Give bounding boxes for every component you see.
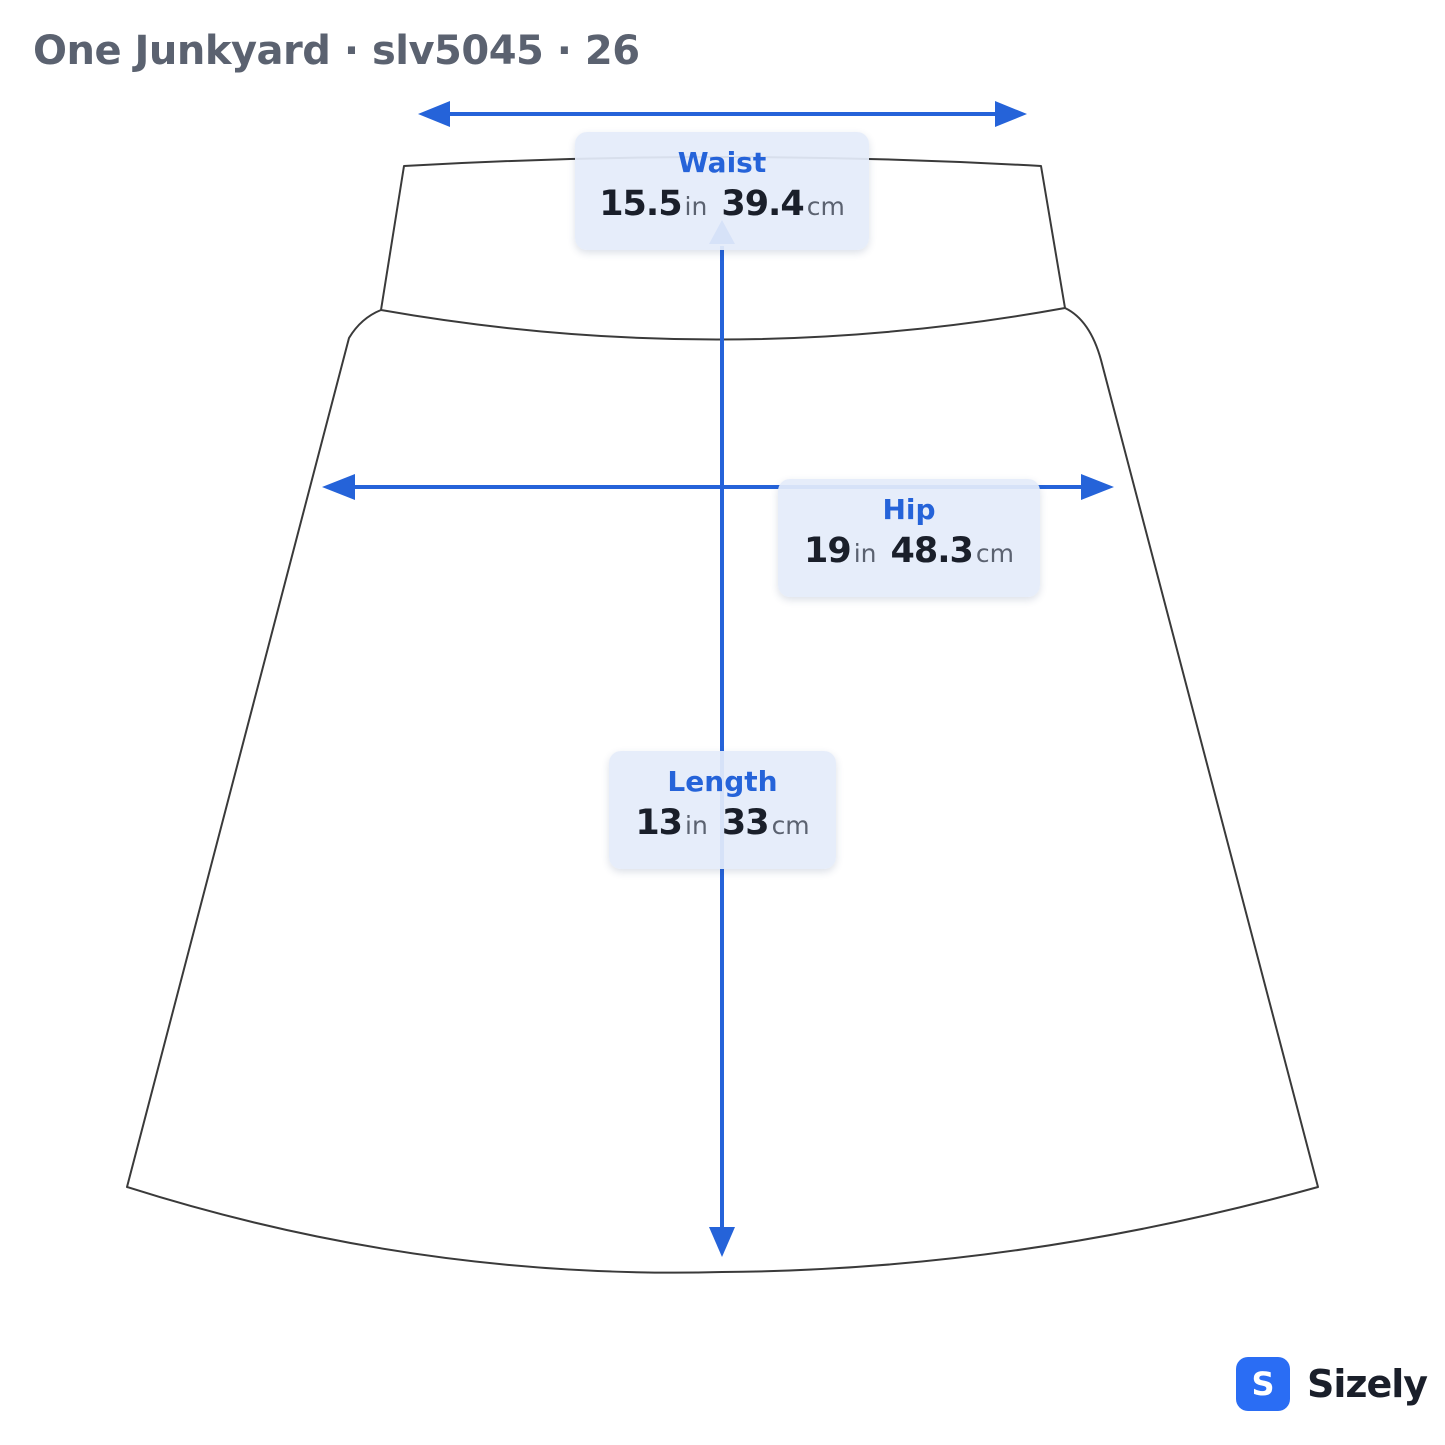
hip-inches-value: 19 (804, 531, 852, 571)
hip-arrow-left-head (322, 474, 355, 500)
length-inches-value: 13 (635, 803, 683, 843)
sizely-logo-icon: S (1236, 1357, 1290, 1411)
length-arrow (709, 220, 735, 1257)
length-arrow-bottom-head (709, 1227, 735, 1257)
waist-arrow-right-head (995, 101, 1027, 127)
waist-inches-value: 15.5 (599, 184, 682, 224)
length-cm-unit: cm (771, 811, 810, 840)
brand: S Sizely (1236, 1357, 1428, 1411)
skirt-body-outline (126, 307, 1319, 1274)
page-title: One Junkyard · slv5045 · 26 (33, 28, 640, 74)
waist-arrow (418, 101, 1027, 127)
waist-cm-value: 39.4 (721, 184, 804, 224)
waist-inches-unit: in (684, 192, 708, 221)
hip-label: Hip (882, 493, 936, 526)
hip-cm-unit: cm (975, 539, 1014, 568)
hip-arrow-right-head (1081, 474, 1114, 500)
length-inches-unit: in (685, 811, 708, 840)
length-label: Length (667, 765, 778, 798)
waist-arrow-left-head (418, 101, 450, 127)
waist-label: Waist (677, 146, 767, 179)
hip-inches-unit: in (853, 539, 877, 568)
waist-cm-unit: cm (806, 192, 845, 221)
length-cm-value: 33 (721, 803, 770, 843)
hip-cm-value: 48.3 (890, 531, 974, 571)
brand-name: Sizely (1307, 1362, 1428, 1406)
measurement-arrows (322, 101, 1114, 1257)
